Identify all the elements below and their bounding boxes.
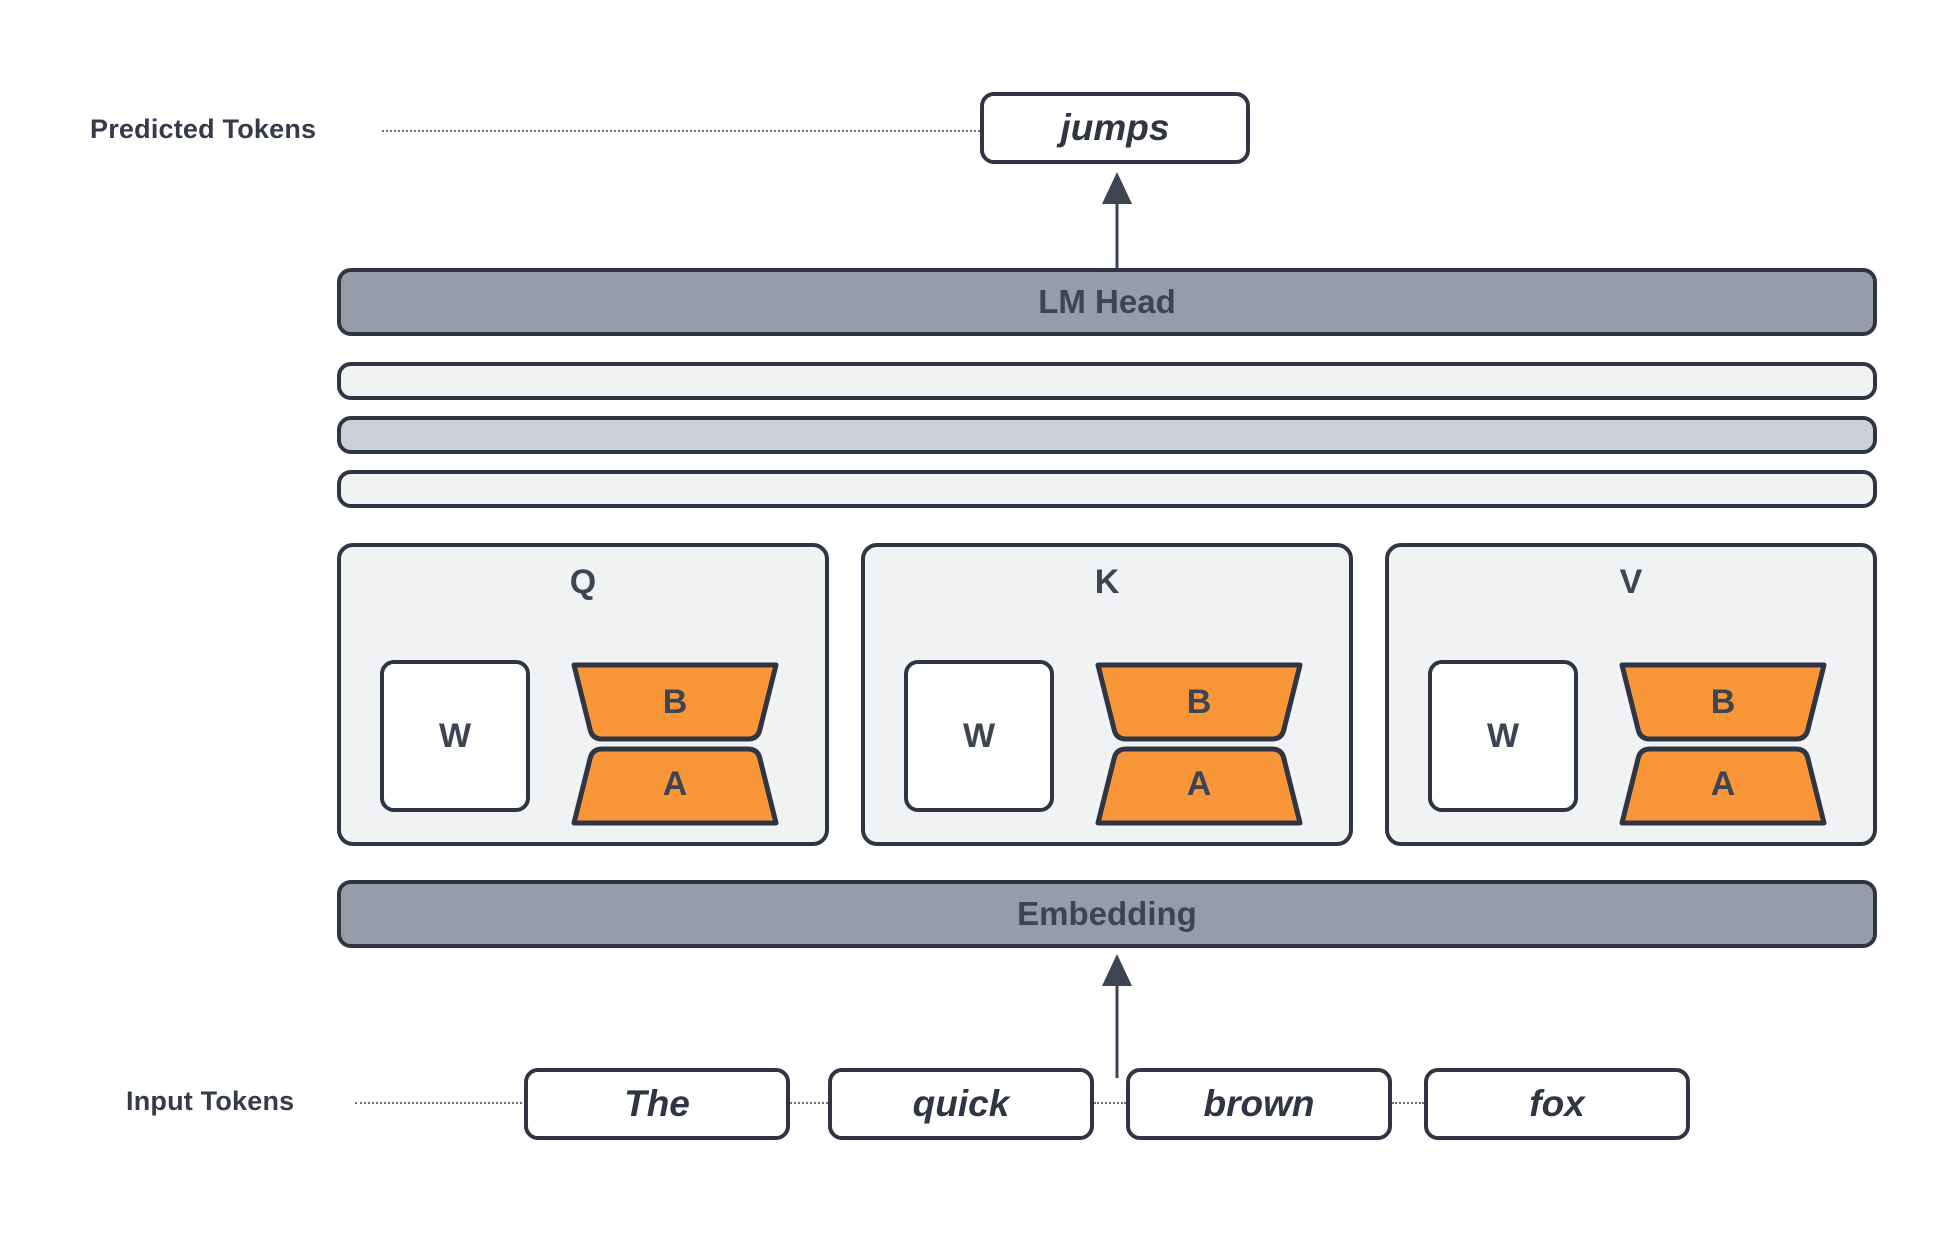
lora-a-trapezoid-q[interactable]: A	[564, 743, 786, 829]
token-connector-2-3	[1392, 1102, 1424, 1104]
base-weight-box-v[interactable]: W	[1428, 660, 1578, 812]
lora-b-trapezoid-v[interactable]: B	[1612, 659, 1834, 745]
lora-a-trapezoid-v[interactable]: A	[1612, 743, 1834, 829]
lora-b-trapezoid-k[interactable]: B	[1088, 659, 1310, 745]
projection-title-v: V	[1619, 563, 1643, 601]
input-tokens-leader-line	[355, 1102, 522, 1104]
projection-panel-v[interactable]: V W B A	[1385, 543, 1877, 846]
predicted-tokens-leader-line	[382, 130, 980, 132]
input-tokens-label: Input Tokens	[126, 1086, 295, 1116]
lm-head-bar[interactable]: LM Head	[337, 268, 1877, 336]
arrow-tokens-to-embedding	[1100, 952, 1134, 1078]
input-token-box-3[interactable]: fox	[1424, 1068, 1690, 1140]
embedding-bar[interactable]: Embedding	[337, 880, 1877, 948]
input-token-box-1[interactable]: quick	[828, 1068, 1094, 1140]
projection-title-k: K	[1094, 563, 1120, 601]
arrow-lmhead-to-predicted	[1100, 170, 1134, 268]
lora-b-trapezoid-q[interactable]: B	[564, 659, 786, 745]
input-token-box-0[interactable]: The	[524, 1068, 790, 1140]
layer-bar-middle[interactable]	[337, 416, 1877, 454]
layer-bar-top[interactable]	[337, 362, 1877, 400]
projection-title-q: Q	[569, 563, 597, 601]
input-token-box-2[interactable]: brown	[1126, 1068, 1392, 1140]
projection-panel-q[interactable]: Q W B A	[337, 543, 829, 846]
token-connector-0-1	[790, 1102, 828, 1104]
projection-panel-k[interactable]: K W B A	[861, 543, 1353, 846]
predicted-token-box[interactable]: jumps	[980, 92, 1250, 164]
base-weight-box-q[interactable]: W	[380, 660, 530, 812]
base-weight-box-k[interactable]: W	[904, 660, 1054, 812]
predicted-tokens-label: Predicted Tokens	[90, 114, 317, 144]
layer-bar-bottom[interactable]	[337, 470, 1877, 508]
lora-a-trapezoid-k[interactable]: A	[1088, 743, 1310, 829]
token-connector-1-2	[1094, 1102, 1126, 1104]
